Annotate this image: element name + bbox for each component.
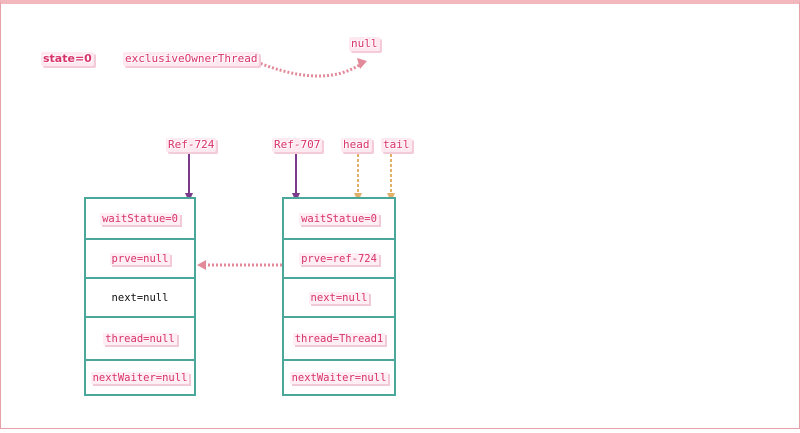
owner-null-label: null [349, 37, 380, 51]
node-ref-724: waitStatue=0 prve=null next=null thread=… [84, 197, 196, 396]
owner-thread-arrow [256, 60, 362, 78]
node-field-row: next=null [86, 279, 194, 318]
node-field-row: prve=ref-724 [284, 240, 394, 279]
next-field: next=null [308, 291, 370, 304]
node-field-row: nextWaiter=null [284, 361, 394, 394]
head-label: head [341, 138, 372, 152]
ref724-label: Ref-724 [166, 138, 217, 152]
node-field-row: thread=null [86, 318, 194, 361]
tail-label: tail [381, 138, 412, 152]
node-field-row: prve=null [86, 240, 194, 279]
node-field-row: thread=Thread1 [284, 318, 394, 361]
prev-field: prve=null [109, 252, 171, 265]
node-field-row: waitStatue=0 [284, 199, 394, 240]
node-field-row: waitStatue=0 [86, 199, 194, 240]
ref707-label: Ref-707 [272, 138, 323, 152]
wait-status-field: waitStatue=0 [299, 212, 379, 225]
next-waiter-field: nextWaiter=null [289, 371, 389, 384]
thread-field: thread=null [103, 332, 177, 345]
exclusive-owner-thread-label: exclusiveOwnerThread [123, 52, 260, 66]
next-field: next=null [111, 291, 169, 304]
node-ref-707: waitStatue=0 prve=ref-724 next=null thre… [282, 197, 396, 396]
state-label: state=0 [41, 52, 94, 66]
arrow-layer [185, 58, 395, 270]
thread-field: thread=Thread1 [292, 332, 386, 345]
next-waiter-field: nextWaiter=null [90, 371, 190, 384]
node-field-row: next=null [284, 279, 394, 318]
node-field-row: nextWaiter=null [86, 361, 194, 394]
owner-thread-arrowhead [357, 58, 367, 69]
prev-field: prve=ref-724 [299, 252, 379, 265]
wait-status-field: waitStatue=0 [100, 212, 180, 225]
prev-pointer-arrowhead [197, 260, 206, 270]
